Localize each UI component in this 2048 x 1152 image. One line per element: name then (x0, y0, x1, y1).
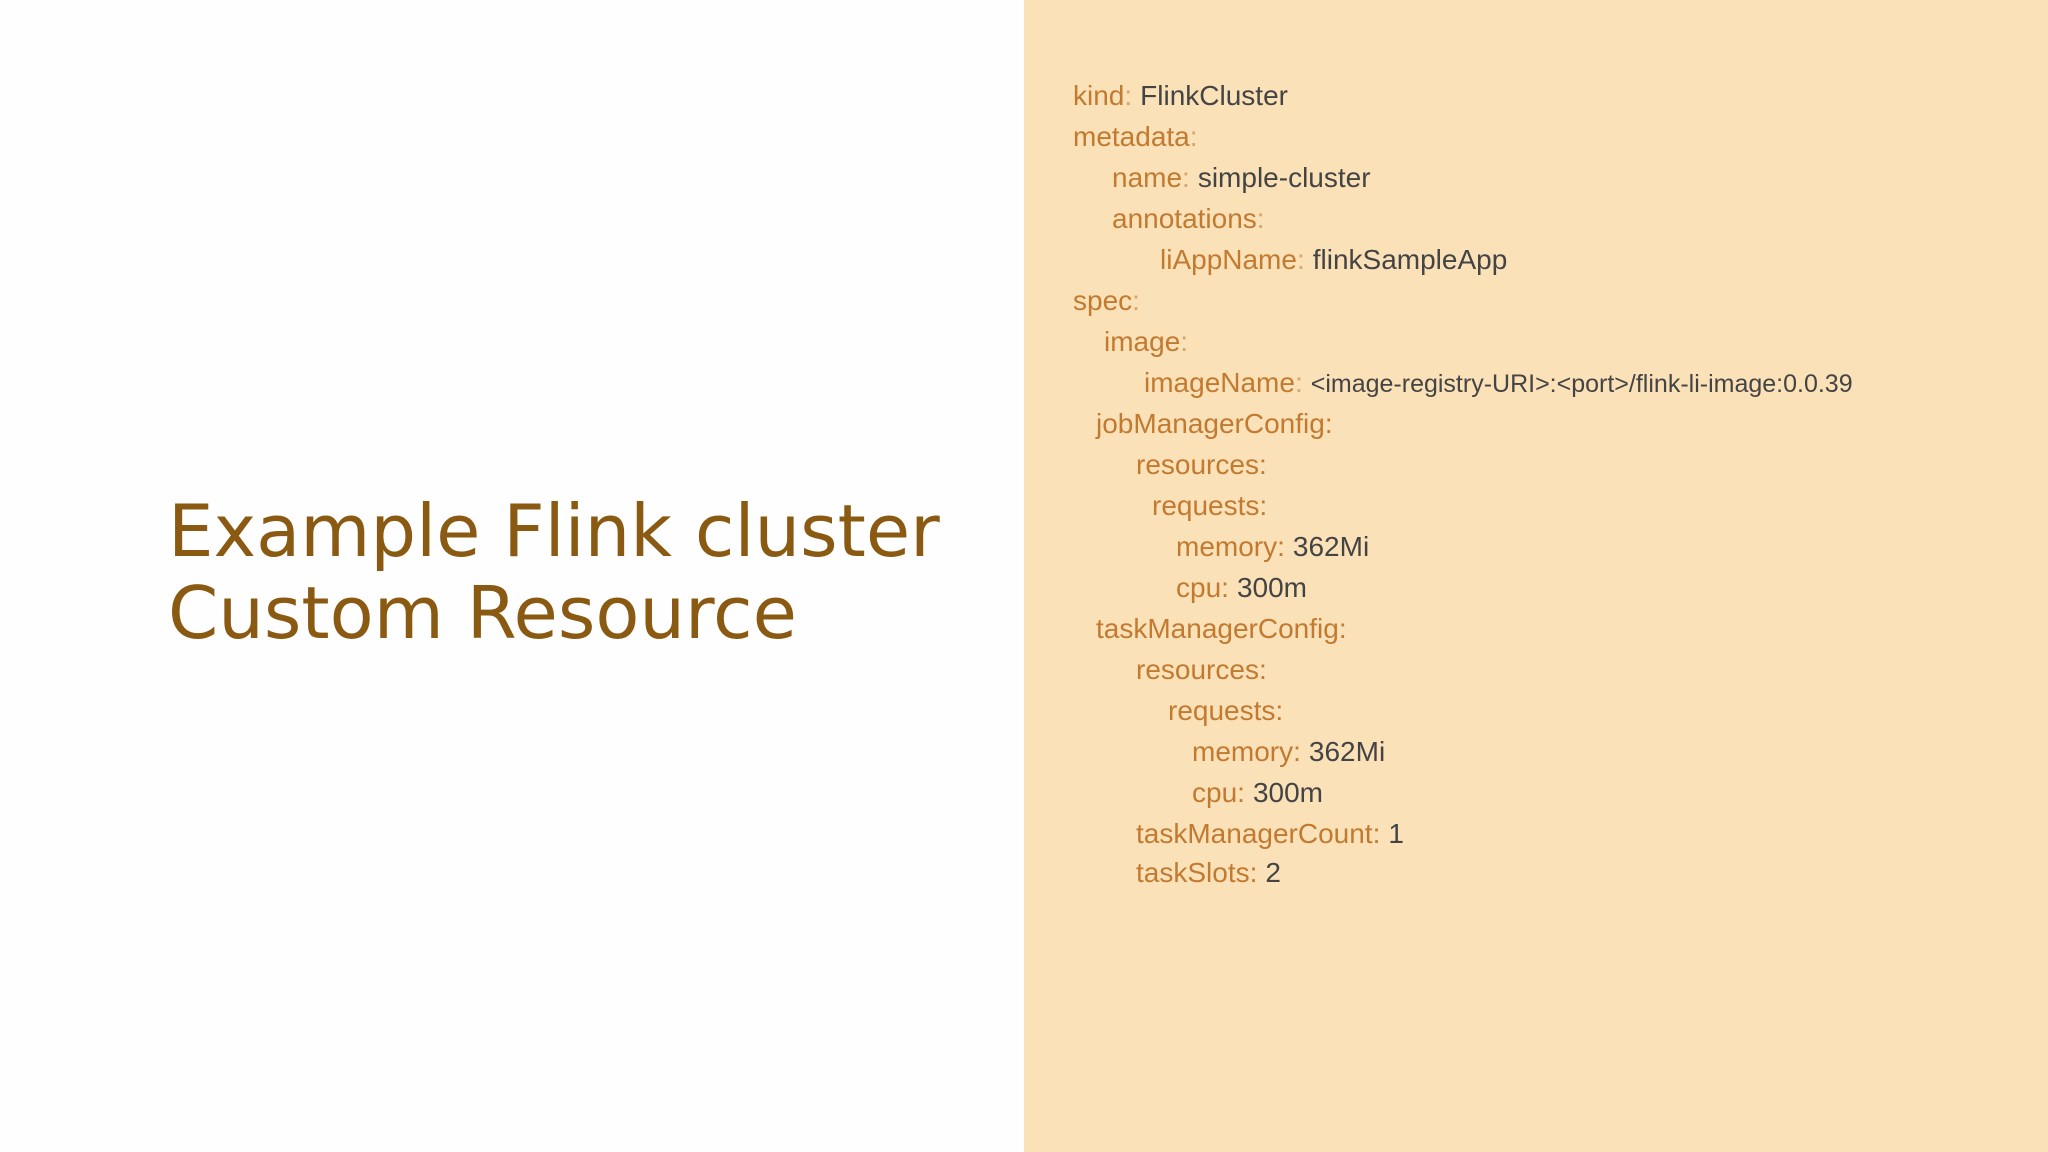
code-line-memory: memory:362Mi (1176, 531, 1370, 562)
code-key: metadata (1073, 121, 1190, 152)
slide-title: Example Flink cluster Custom Resource (168, 490, 940, 654)
code-value: simple-cluster (1197, 162, 1371, 193)
code-line-liappname: liAppName:flinkSampleApp (1160, 244, 1508, 275)
code-line-annotations: annotations: (1112, 203, 1265, 234)
code-line-cpu: cpu:300m (1176, 572, 1307, 603)
code-key: resources (1136, 449, 1259, 480)
code-line-memory: memory:362Mi (1192, 736, 1386, 767)
code-key: requests (1168, 695, 1276, 726)
code-value: flinkSampleApp (1312, 244, 1508, 275)
code-key: memory (1176, 531, 1278, 562)
code-line-image: image: (1104, 326, 1189, 357)
code-line-resources: resources: (1136, 449, 1267, 480)
code-key: requests (1152, 490, 1260, 521)
code-value: 1 (1388, 818, 1404, 849)
code-value: FlinkCluster (1140, 80, 1288, 111)
code-key: memory (1192, 736, 1294, 767)
code-line-taskmanagercount: taskManagerCount:1 (1136, 818, 1404, 849)
code-line-taskmanagerconfig: taskManagerConfig: (1096, 613, 1347, 644)
code-value: 300m (1236, 572, 1307, 603)
code-key: image (1104, 326, 1181, 357)
slide-title-line-2: Custom Resource (168, 571, 797, 655)
code-line-requests: requests: (1152, 490, 1268, 521)
code-value: 2 (1265, 857, 1281, 888)
code-value: 362Mi (1292, 531, 1370, 562)
code-key: spec (1073, 285, 1133, 316)
code-key: cpu (1176, 572, 1222, 603)
code-line-taskslots: taskSlots:2 (1136, 857, 1281, 888)
code-key: cpu (1192, 777, 1238, 808)
yaml-code-block: kind:FlinkCluster metadata: name:simple-… (1024, 0, 2048, 1152)
code-panel: kind:FlinkCluster metadata: name:simple-… (1024, 0, 2048, 1152)
title-panel: Example Flink cluster Custom Resource (168, 490, 940, 654)
slide-title-line-1: Example Flink cluster (168, 489, 940, 573)
code-value: 300m (1252, 777, 1323, 808)
code-key: annotations (1112, 203, 1257, 234)
code-value: 362Mi (1308, 736, 1386, 767)
code-key: liAppName (1160, 244, 1297, 275)
code-key: kind (1073, 80, 1125, 111)
code-key: resources (1136, 654, 1259, 685)
code-key: imageName (1144, 367, 1295, 398)
code-line-name: name:simple-cluster (1112, 162, 1371, 193)
code-key: taskSlots (1136, 857, 1250, 888)
code-line-resources: resources: (1136, 654, 1267, 685)
code-line-kind: kind:FlinkCluster (1073, 80, 1288, 111)
code-key: jobManagerConfig (1096, 408, 1325, 439)
code-key: taskManagerCount (1136, 818, 1373, 849)
code-line-spec: spec: (1073, 285, 1140, 316)
code-value: <image-registry-URI>:<port>/flink-li-ima… (1310, 370, 1853, 398)
code-key: name (1112, 162, 1183, 193)
code-line-cpu: cpu:300m (1192, 777, 1323, 808)
code-key: taskManagerConfig (1096, 613, 1339, 644)
code-line-imagename: imageName:<image-registry-URI>:<port>/fl… (1144, 367, 1853, 398)
code-line-requests: requests: (1168, 695, 1284, 726)
code-line-jobmanagerconfig: jobManagerConfig: (1096, 408, 1333, 439)
code-line-metadata: metadata: (1073, 121, 1198, 152)
